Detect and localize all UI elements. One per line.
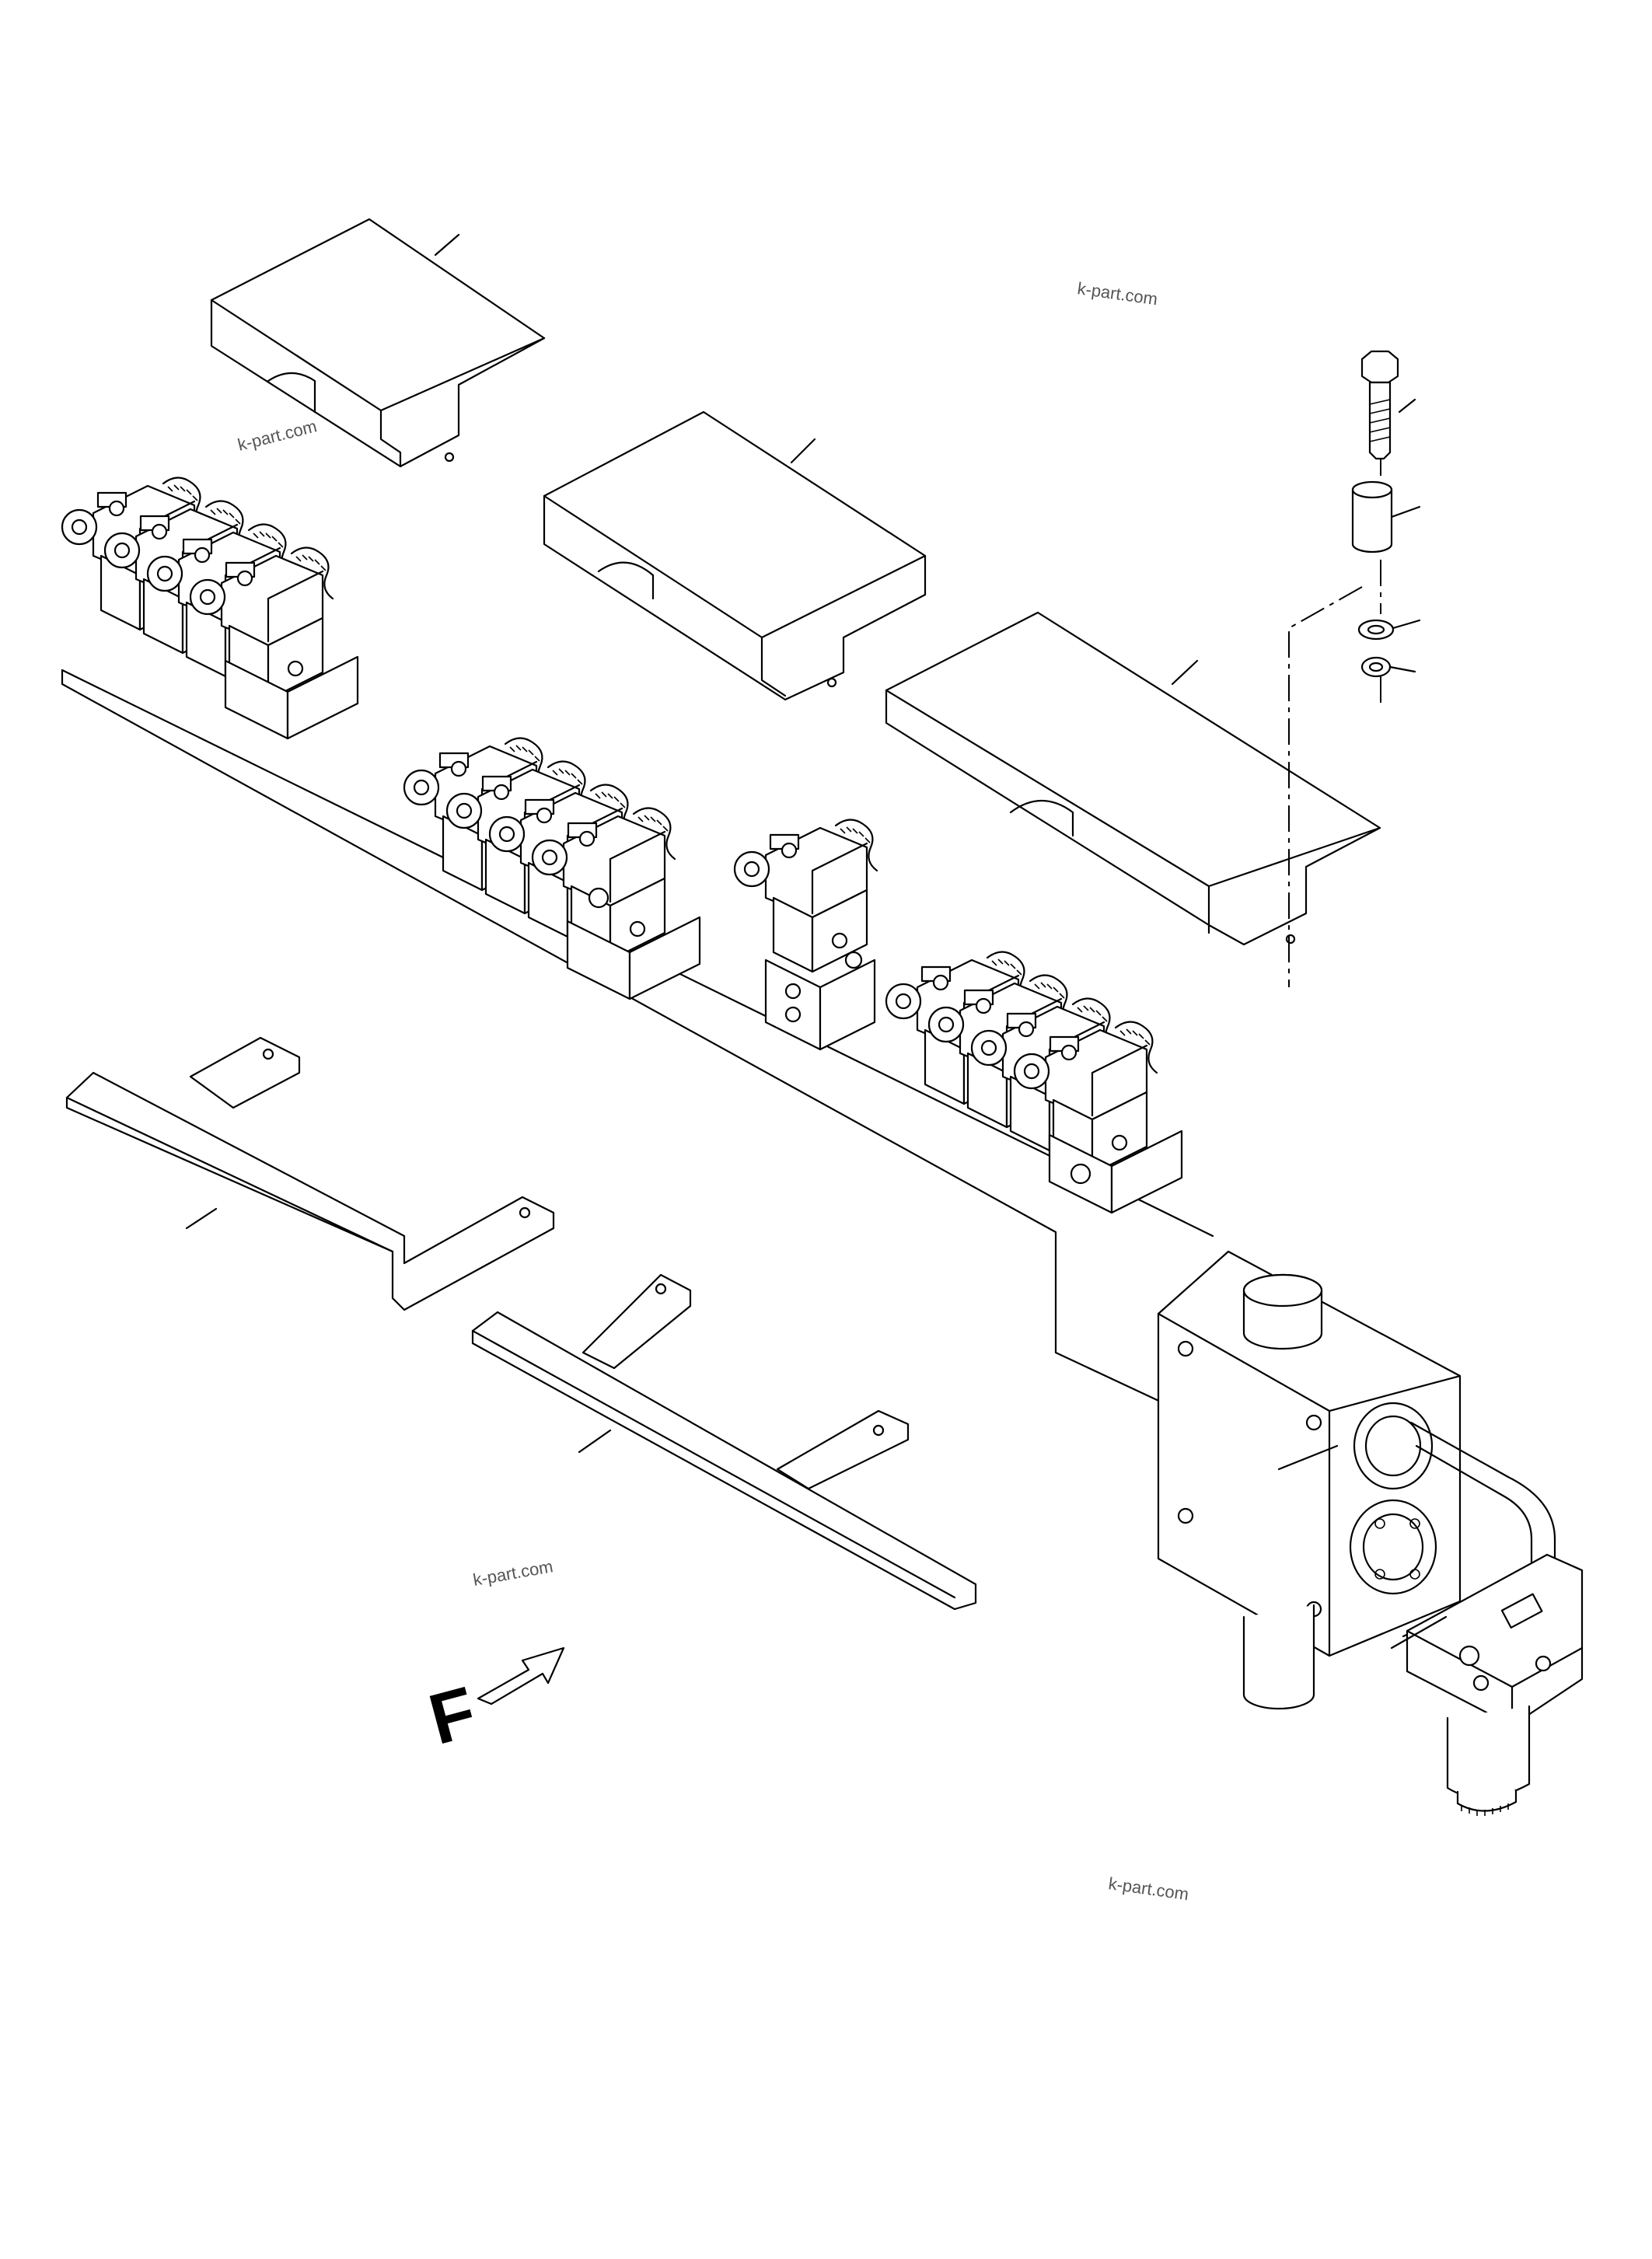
cover-plate-3 bbox=[885, 611, 1381, 946]
cover-plate-1 bbox=[210, 218, 546, 468]
watermark-3: k-part.com bbox=[472, 1556, 555, 1590]
watermark-4: k-part.com bbox=[1107, 1873, 1189, 1904]
cover-plate-2 bbox=[543, 410, 927, 701]
manifold-block bbox=[1157, 1250, 1584, 1816]
single-valve bbox=[733, 819, 878, 1051]
bracket-2 bbox=[471, 1273, 977, 1611]
front-marker-label: F bbox=[421, 1672, 484, 1760]
valve-stack-1 bbox=[61, 477, 359, 740]
front-arrow-icon bbox=[477, 1646, 565, 1706]
watermark-1: k-part.com bbox=[1076, 278, 1158, 309]
bracket-1 bbox=[65, 1036, 555, 1311]
valve-stack-3 bbox=[885, 951, 1183, 1214]
valve-stack-2 bbox=[403, 737, 701, 1000]
fastener-set bbox=[1288, 350, 1421, 987]
front-direction-marker: F bbox=[421, 1646, 565, 1760]
watermark-2: k-part.com bbox=[236, 416, 319, 454]
